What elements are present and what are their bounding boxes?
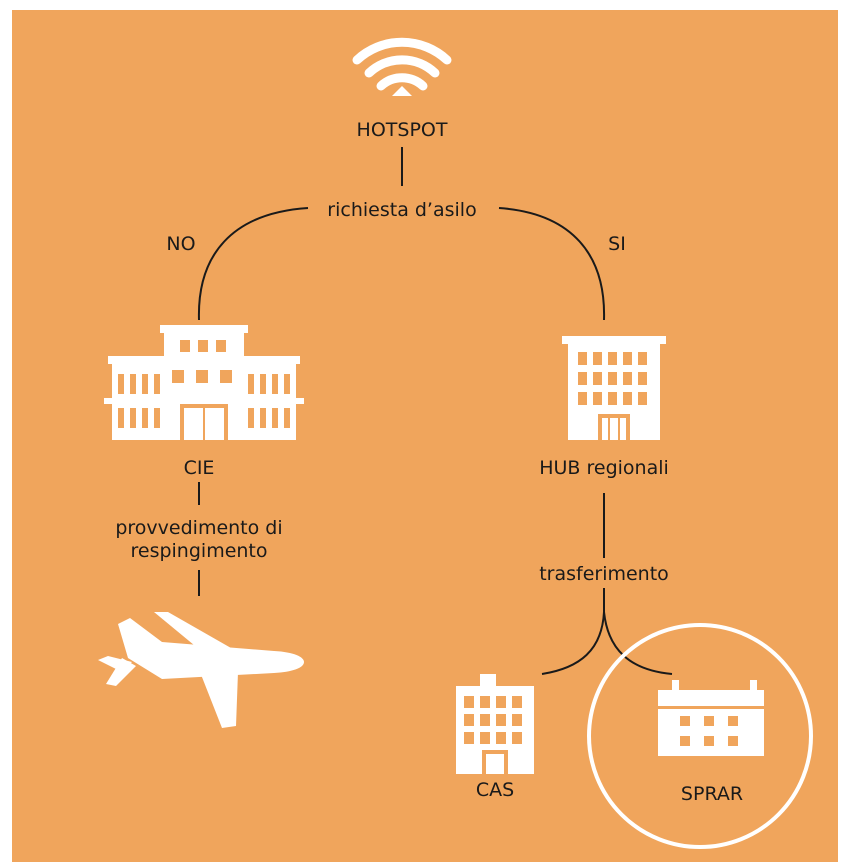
- diagram-canvas: HOTSPOT richiesta d’asilo NO SI CIE prov…: [12, 10, 838, 862]
- circle-highlight: [587, 623, 813, 849]
- sprar-label: SPRAR: [681, 783, 743, 805]
- office-building-icon: [562, 336, 666, 440]
- government-building-icon: [104, 325, 304, 440]
- flow-diagram: HOTSPOT richiesta d’asilo NO SI CIE prov…: [12, 10, 838, 862]
- wifi-icon: [352, 37, 452, 96]
- no-branch-label: NO: [166, 233, 195, 255]
- no-branch-line: [197, 207, 309, 321]
- transfer-label: trasferimento: [539, 563, 669, 585]
- cas-label: CAS: [476, 779, 514, 801]
- connector-lines: [197, 147, 673, 675]
- asylum-request-label: richiesta d’asilo: [327, 199, 476, 221]
- cie-label: CIE: [184, 457, 215, 479]
- hub-label: HUB regionali: [539, 457, 669, 479]
- calendar-building-icon: [658, 680, 764, 756]
- office-building-icon: [456, 674, 534, 774]
- to-cas-line: [541, 611, 605, 675]
- hotspot-label: HOTSPOT: [357, 119, 448, 141]
- yes-branch-line: [498, 207, 606, 321]
- yes-branch-label: SI: [608, 233, 626, 255]
- rejection-label-line1: provvedimento di: [115, 517, 282, 539]
- rejection-label-line2: respingimento: [130, 540, 267, 562]
- airplane-icon: [98, 612, 304, 728]
